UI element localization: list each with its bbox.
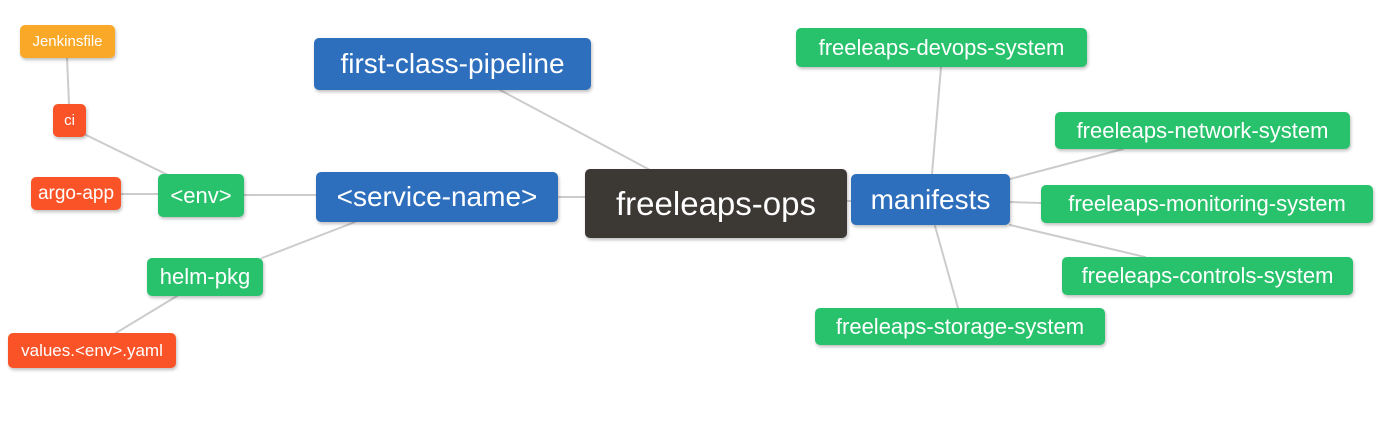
edge-manifests-to-monitoring-system [1009, 201, 1042, 204]
edge-manifests-to-storage-system [934, 225, 959, 309]
node-label: argo-app [37, 183, 115, 204]
node-label: manifests [870, 183, 991, 215]
node-helm-pkg[interactable]: helm-pkg [147, 258, 263, 296]
edge-helm-pkg-to-service-name [261, 221, 356, 259]
node-storage-system[interactable]: freeleaps-storage-system [815, 308, 1105, 345]
node-service-name[interactable]: <service-name> [316, 172, 558, 222]
node-env[interactable]: <env> [158, 174, 244, 217]
node-devops-system[interactable]: freeleaps-devops-system [796, 28, 1087, 67]
node-label: freeleaps-ops [616, 185, 816, 222]
node-label: freeleaps-controls-system [1081, 263, 1334, 288]
node-first-class-pipeline[interactable]: first-class-pipeline [314, 38, 591, 90]
edge-helm-pkg-to-values-env-yaml [115, 295, 178, 334]
edge-ci-to-env [83, 133, 171, 177]
edge-jenkinsfile-to-ci [66, 57, 70, 105]
node-manifests[interactable]: manifests [851, 174, 1010, 225]
node-label: freeleaps-network-system [1076, 117, 1329, 143]
node-label: freeleaps-monitoring-system [1068, 191, 1346, 216]
node-label: ci [64, 112, 75, 129]
node-jenkinsfile[interactable]: Jenkinsfile [20, 25, 115, 58]
node-label: freeleaps-devops-system [818, 34, 1065, 60]
node-label: values.<env>.yaml [21, 341, 163, 360]
edge-first-class-pipeline-to-freeleaps-ops [499, 89, 651, 171]
node-controls-system[interactable]: freeleaps-controls-system [1062, 257, 1353, 295]
edge-manifests-to-controls-system [1009, 224, 1146, 258]
node-label: <service-name> [336, 181, 538, 212]
node-argo-app[interactable]: argo-app [31, 177, 121, 210]
edge-manifests-to-devops-system [931, 66, 942, 175]
node-label: freeleaps-storage-system [835, 313, 1085, 339]
node-values-env-yaml[interactable]: values.<env>.yaml [8, 333, 176, 368]
node-ci[interactable]: ci [53, 104, 86, 137]
edge-manifests-to-network-system [1009, 148, 1124, 180]
node-label: <env> [170, 182, 232, 208]
node-label: Jenkinsfile [32, 33, 103, 50]
node-monitoring-system[interactable]: freeleaps-monitoring-system [1041, 185, 1373, 223]
node-freeleaps-ops[interactable]: freeleaps-ops [585, 169, 847, 238]
node-network-system[interactable]: freeleaps-network-system [1055, 112, 1350, 149]
node-label: first-class-pipeline [340, 48, 565, 79]
node-label: helm-pkg [159, 264, 251, 289]
